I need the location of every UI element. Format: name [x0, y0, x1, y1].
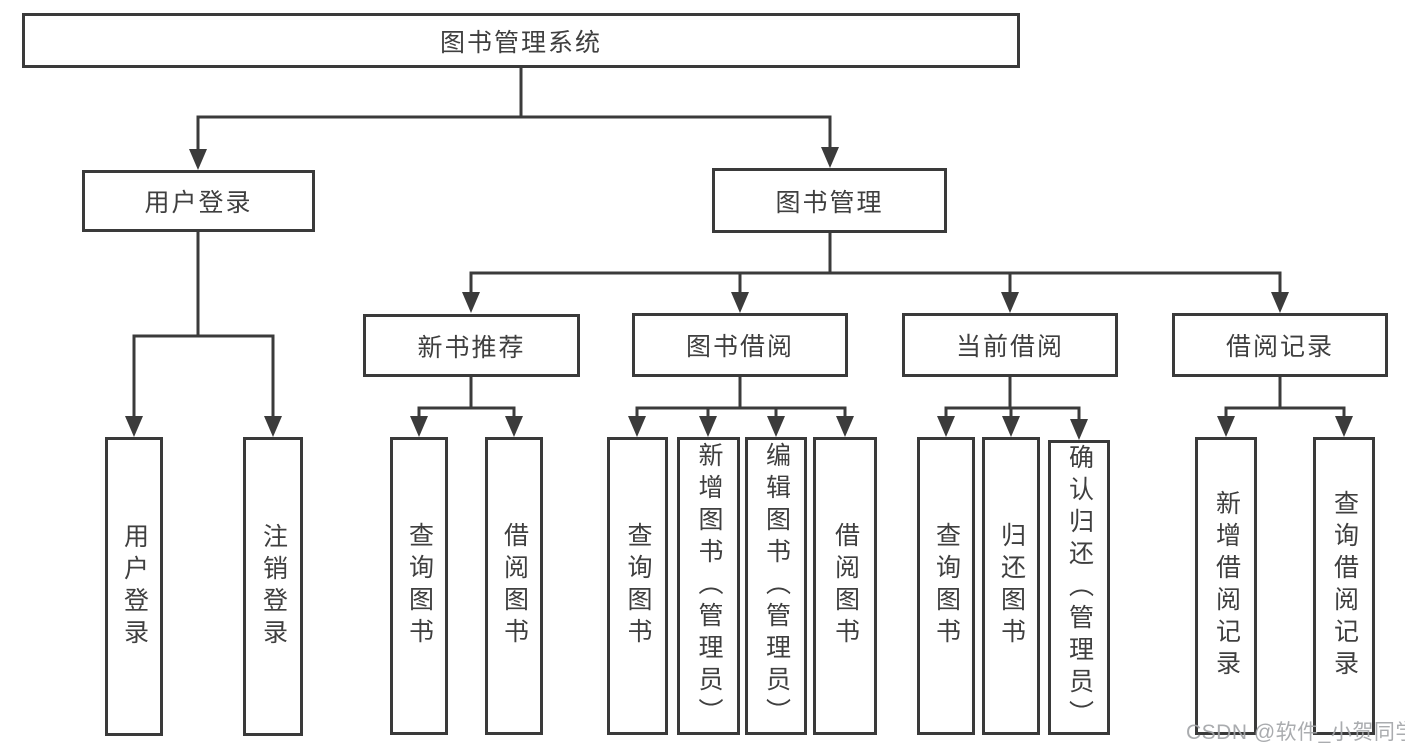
node-leaf-logout: 注销登录 [243, 437, 303, 736]
node-root-label: 图书管理系统 [439, 28, 602, 57]
arrowheads [125, 147, 1353, 440]
node-user-login: 用户登录 [82, 170, 315, 232]
node-leaf-query-borrow-record: 查询借阅记录 [1313, 437, 1375, 735]
node-leaf-query-books-2: 查询图书 [607, 437, 668, 735]
node-current-borrow-label: 当前借阅 [955, 333, 1064, 361]
node-leaf-return-books-label: 归还图书 [997, 522, 1026, 650]
node-book-borrow-label: 图书借阅 [685, 333, 794, 361]
node-leaf-borrow-books-1: 借阅图书 [485, 437, 543, 735]
node-book-management-label: 图书管理 [775, 188, 884, 217]
node-leaf-user-login-label: 用户登录 [120, 522, 149, 651]
node-new-book-recommend-label: 新书推荐 [417, 333, 526, 362]
node-borrow-record: 借阅记录 [1172, 313, 1388, 377]
node-leaf-add-borrow-record-label: 新增借阅记录 [1212, 490, 1241, 682]
node-book-management: 图书管理 [712, 168, 947, 233]
node-leaf-borrow-books-1-label: 借阅图书 [500, 522, 529, 650]
node-borrow-record-label: 借阅记录 [1225, 333, 1334, 361]
node-leaf-query-books-1: 查询图书 [390, 437, 448, 735]
node-leaf-confirm-return-admin-label: 确认归还（管理员） [1065, 443, 1094, 732]
node-leaf-edit-books-admin-label: 编辑图书（管理员） [762, 442, 791, 730]
node-leaf-confirm-return-admin: 确认归还（管理员） [1048, 440, 1110, 735]
node-leaf-add-books-admin-label: 新增图书（管理员） [695, 442, 723, 730]
node-leaf-edit-books-admin: 编辑图书（管理员） [745, 437, 807, 735]
node-user-login-label: 用户登录 [144, 189, 253, 217]
node-root: 图书管理系统 [22, 13, 1020, 68]
node-leaf-borrow-books-2: 借阅图书 [813, 437, 877, 735]
node-leaf-query-books-1-label: 查询图书 [405, 522, 434, 650]
node-leaf-return-books: 归还图书 [982, 437, 1040, 735]
node-leaf-add-books-admin: 新增图书（管理员） [677, 437, 740, 735]
node-current-borrow: 当前借阅 [902, 313, 1118, 377]
node-new-book-recommend: 新书推荐 [363, 314, 580, 377]
node-leaf-query-borrow-record-label: 查询借阅记录 [1330, 490, 1359, 682]
node-leaf-add-borrow-record: 新增借阅记录 [1195, 437, 1257, 735]
node-leaf-user-login: 用户登录 [105, 437, 163, 736]
watermark: CSDN @软件_小贺同学 [1186, 721, 1405, 744]
node-leaf-query-books-3: 查询图书 [917, 437, 975, 735]
node-leaf-logout-label: 注销登录 [259, 522, 288, 651]
node-leaf-borrow-books-2-label: 借阅图书 [831, 522, 860, 650]
node-leaf-query-books-3-label: 查询图书 [932, 522, 961, 650]
node-leaf-query-books-2-label: 查询图书 [624, 522, 652, 650]
node-book-borrow: 图书借阅 [632, 313, 848, 377]
